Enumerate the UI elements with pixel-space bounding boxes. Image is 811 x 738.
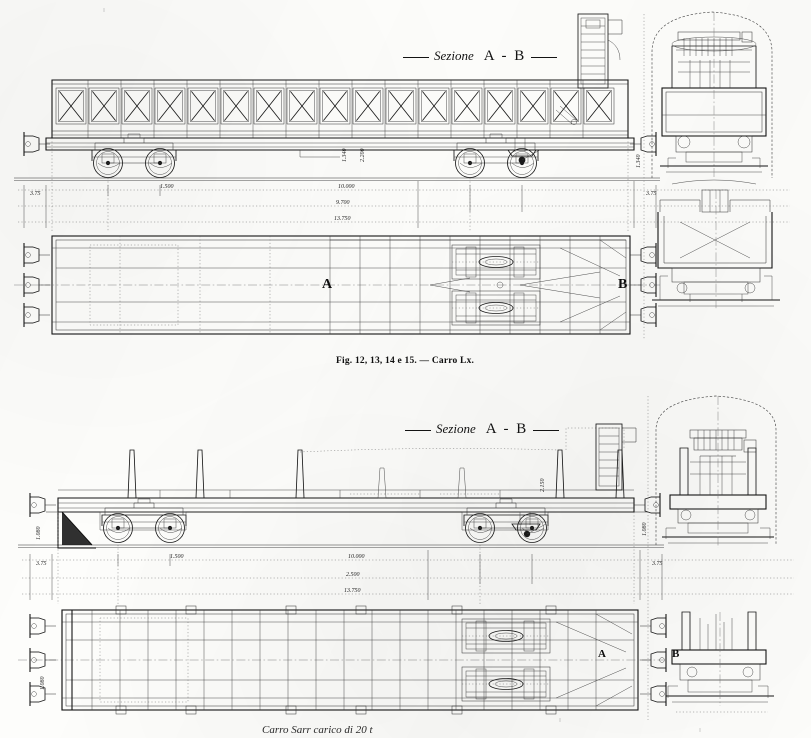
- section-rule-right-2: [533, 429, 560, 431]
- fig1-brake-platform: [577, 13, 623, 89]
- fig2-stanchions: [127, 449, 625, 499]
- fig2-plan-view: [18, 605, 667, 715]
- fig2-section-word: Sezione: [436, 421, 476, 436]
- fig2-dim-bogie-centres: 10.000: [348, 554, 365, 560]
- fig2-dimension-band: [22, 512, 794, 604]
- fig2-caption: Carro Sarr carico di 20 t: [262, 724, 373, 736]
- fig2-section-mark-a: A: [598, 648, 606, 660]
- section-rule-left-2: [405, 429, 431, 431]
- fig1-dim-body-length: 9.700: [336, 200, 350, 206]
- fig2-dim-bogie-wheelbase: 1.500: [170, 554, 184, 560]
- fig2-dim-deck-height: 1.080: [36, 526, 42, 541]
- fig2-dim-left-overhang: 3.75: [36, 561, 47, 567]
- fig1-end-section-upper: [651, 11, 773, 185]
- fig1-dim-end-height: 1.340: [636, 154, 642, 169]
- fig2-section-cut: A - B: [485, 421, 529, 437]
- fig2-brake-platform: [595, 423, 637, 491]
- section-rule-left: [403, 56, 429, 58]
- fig1-dim-bogie-wheelbase: 1.500: [160, 184, 174, 190]
- fig1-side-elevation: [14, 13, 660, 181]
- fig1-dim-body-height: 1.340: [342, 148, 348, 163]
- fig2-section-mark-b: B: [672, 648, 680, 660]
- fig1-dim-right-overhang: 3.75: [646, 191, 657, 197]
- fig2-side-elevation: [18, 423, 664, 549]
- fig2-dim-stake-height: 2.150: [540, 478, 546, 493]
- fig2-dim-end-height: 1.080: [642, 522, 648, 537]
- fig1-caption: Fig. 12, 13, 14 e 15. — Carro Lx.: [336, 356, 475, 366]
- fig2-dim-stake-spacing: 2.500: [346, 572, 360, 578]
- fig1-section-mark-b: B: [618, 277, 628, 292]
- fig1-end-section-lower: [652, 189, 780, 310]
- fig2-end-bracket: [57, 511, 96, 549]
- fig2-end-section-lower: [666, 611, 774, 713]
- fig1-section-mark-a: A: [322, 277, 333, 292]
- fig1-dim-overall-length: 13.750: [334, 216, 351, 222]
- fig2-dim-overall-length: 13.750: [344, 588, 361, 594]
- fig1-dimension-band: [18, 138, 790, 232]
- section-rule-right: [531, 56, 558, 58]
- fig1-plan-view: [14, 235, 660, 335]
- fig1-dim-bogie-centres: 10.000: [338, 184, 355, 190]
- fig2-end-section-upper: [655, 395, 777, 548]
- fig2-section-title: Sezione A - B: [400, 421, 564, 438]
- fig2-dim-plan-width: 1.080: [40, 676, 46, 691]
- fig1-section-title: Sezione A - B: [398, 48, 562, 65]
- fig1-section-word: Sezione: [434, 48, 474, 63]
- fig1-dim-left-overhang: 3.75: [30, 191, 41, 197]
- fig1-section-cut: A - B: [483, 48, 527, 64]
- fig1-dim-floor-height: 2.200: [360, 148, 366, 163]
- fig2-dim-right-overhang: 3.75: [652, 561, 663, 567]
